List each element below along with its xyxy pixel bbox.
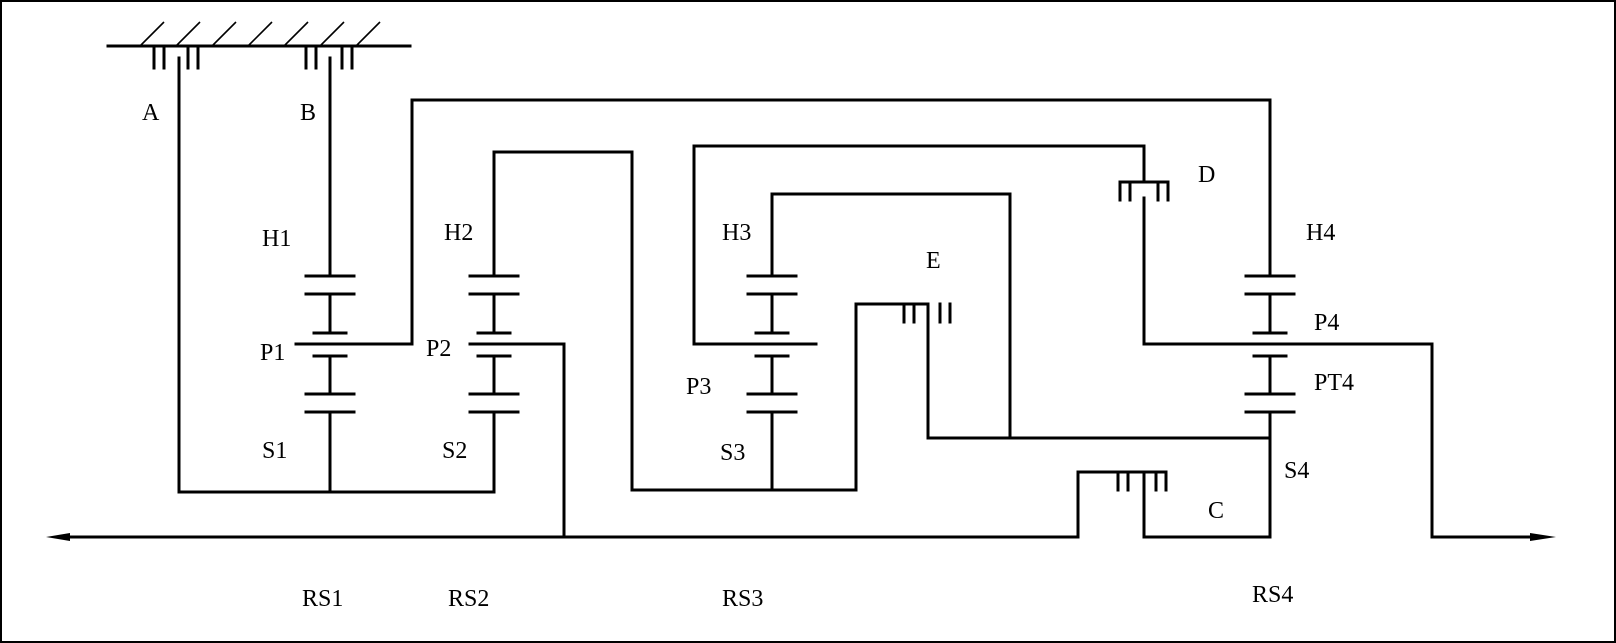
label-h2: H2	[444, 220, 473, 246]
label-rs3: RS3	[722, 586, 763, 612]
label-h3: H3	[722, 220, 751, 246]
ring1-to-carrier-h4	[378, 98, 1272, 346]
input-arrow-icon	[46, 533, 70, 541]
label-s4: S4	[1284, 458, 1309, 484]
label-p3: P3	[686, 374, 711, 400]
label-h4: H4	[1306, 220, 1335, 246]
input-shaft	[56, 470, 1272, 539]
label-rs1: RS1	[302, 586, 343, 612]
ground-housing	[106, 21, 412, 48]
brake-a	[152, 44, 200, 72]
label-h1: H1	[262, 226, 291, 252]
label-p1: P1	[260, 340, 285, 366]
label-a: A	[142, 100, 160, 126]
gear-set-1	[294, 274, 382, 414]
label-s3: S3	[720, 440, 745, 466]
label-e: E	[926, 248, 941, 274]
label-rs2: RS2	[448, 586, 489, 612]
sun-shaft-s1-s2	[177, 68, 496, 494]
brake-b	[304, 44, 354, 72]
gear-set-4	[1244, 274, 1296, 539]
label-d: D	[1198, 162, 1215, 188]
label-rs4: RS4	[1252, 582, 1293, 608]
clutch-d	[1118, 180, 1522, 539]
label-p4: P4	[1314, 310, 1339, 336]
label-s2: S2	[442, 438, 467, 464]
label-pt4: PT4	[1314, 370, 1354, 396]
output-arrow-icon	[1530, 533, 1556, 541]
gear-set-2	[468, 150, 930, 492]
label-c: C	[1208, 498, 1224, 524]
gear-set-3	[692, 144, 1146, 492]
brake-e	[902, 302, 1272, 440]
label-p2: P2	[426, 336, 451, 362]
label-b: B	[300, 100, 316, 126]
label-s1: S1	[262, 438, 287, 464]
